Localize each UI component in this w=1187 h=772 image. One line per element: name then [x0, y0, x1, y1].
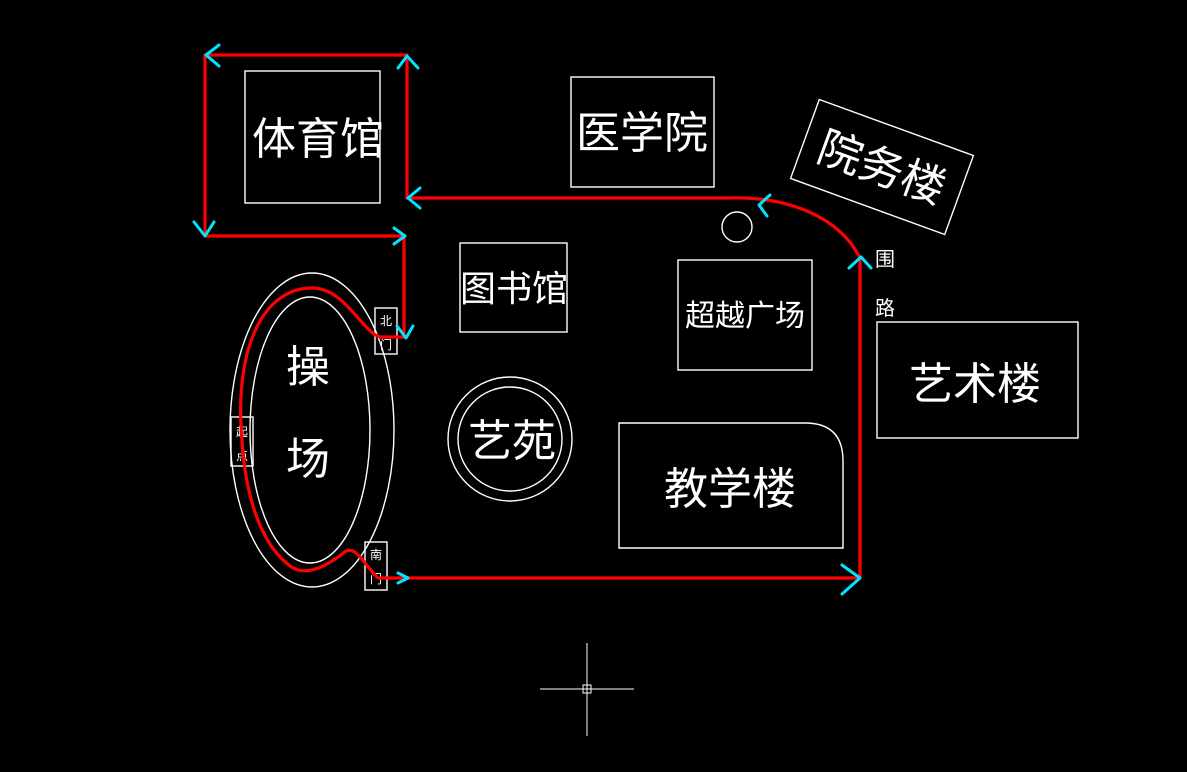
arrow-left-mid-icon [406, 186, 422, 210]
plaza-outline [677, 259, 813, 371]
plaza-label: 超越广场 [685, 299, 805, 334]
library-label: 图书馆 [460, 269, 568, 310]
field-inner-ellipse [249, 296, 371, 564]
library-building: 图书馆 [459, 242, 568, 333]
admin-building: 院务楼 [789, 98, 975, 236]
medical-school-label: 医学院 [576, 108, 708, 159]
north-gate-char-2: 门 [380, 337, 392, 352]
track-outer-ellipse [229, 272, 395, 588]
admin-building-outline [789, 98, 975, 236]
gym-outline [244, 70, 381, 204]
running-route [203, 53, 862, 580]
ring-road-label: 围 路 [875, 247, 895, 320]
gym-label: 体育馆 [252, 114, 384, 165]
teaching-building-outline [618, 422, 844, 549]
arrow-right-bottom-corner-icon [840, 563, 862, 596]
ring-road-char-2: 路 [875, 296, 895, 320]
route-arrows [192, 43, 873, 596]
garden-area: 艺苑 [447, 376, 573, 502]
south-gate-box [364, 541, 388, 591]
arrow-right-gym-icon [392, 226, 407, 246]
teaching-building-label: 教学楼 [664, 464, 796, 515]
arrow-left-curve-icon [757, 193, 772, 218]
arrow-up-top-right-icon [396, 54, 420, 70]
north-gate-char-1: 北 [380, 314, 392, 328]
crosshair-pickbox [582, 684, 592, 694]
gym-building: 体育馆 [244, 70, 384, 204]
admin-building-label: 院务楼 [811, 122, 952, 215]
art-building: 艺术楼 [876, 321, 1079, 439]
arrow-left-top-icon [204, 43, 221, 68]
medical-school-outline [570, 76, 715, 188]
ring-road-char-1: 围 [875, 247, 895, 271]
medical-school-building: 医学院 [570, 76, 715, 188]
plaza-area: 超越广场 [677, 259, 813, 371]
arrow-right-south-gate-icon [396, 571, 410, 585]
sports-field: 操 场 [229, 272, 395, 588]
arrow-down-left-icon [192, 220, 216, 238]
arrow-up-right-road-icon [847, 255, 873, 270]
garden-inner-circle [457, 386, 563, 492]
garden-label: 艺苑 [468, 416, 556, 467]
arrow-down-north-gate-icon [395, 324, 415, 340]
art-building-label: 艺术楼 [909, 359, 1041, 410]
north-gate-box [374, 307, 398, 355]
south-gate-label: 南 门 [364, 541, 388, 591]
library-outline [459, 242, 568, 333]
small-circle-marker [721, 211, 753, 243]
garden-outer-circle [447, 376, 573, 502]
teaching-building: 教学楼 [618, 422, 844, 549]
south-gate-char-1: 南 [370, 547, 382, 562]
art-building-outline [876, 321, 1079, 439]
field-char-2: 场 [286, 434, 330, 485]
north-gate-label: 北 门 [374, 307, 398, 355]
cad-crosshair-cursor [540, 643, 634, 736]
field-char-1: 操 [286, 342, 330, 393]
